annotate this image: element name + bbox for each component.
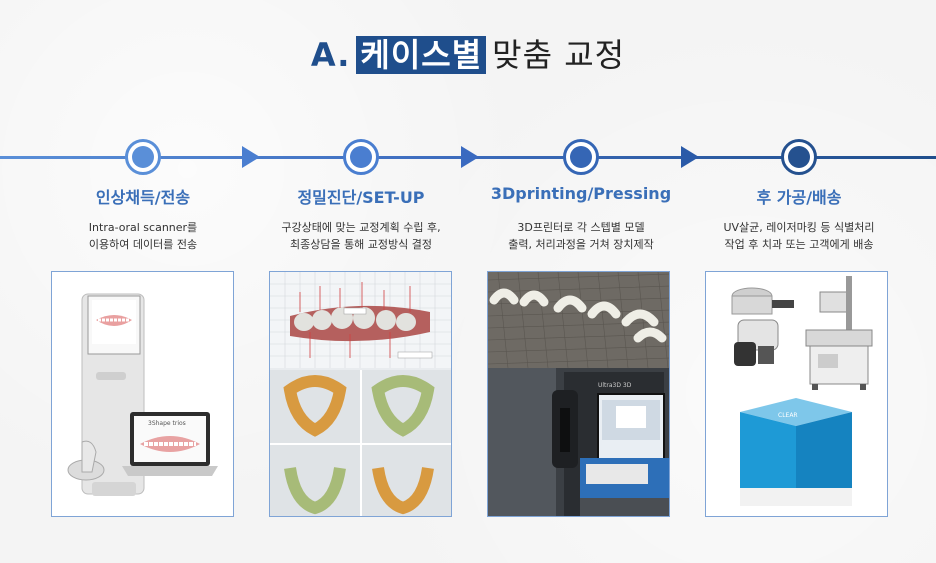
laptop-screen-label: 3Shape trios (148, 420, 186, 427)
dental-setup-software-photo (269, 271, 452, 517)
title-rest: 맞춤 교정 (492, 36, 626, 74)
step-3-description: 3D프린터로 각 스텝별 모델 출력, 처리과정을 거쳐 장치제작 (508, 221, 654, 251)
title-prefix: A. (310, 36, 351, 74)
step-4-title: 후 가공/배송 (756, 188, 842, 207)
step-2-title: 정밀진단/SET-UP (297, 188, 425, 207)
step-2-description: 구강상태에 맞는 교정계획 수립 후, 최종상담을 통해 교정방식 결정 (281, 221, 441, 251)
timeline-node-2 (343, 139, 379, 175)
timeline-node-4 (781, 139, 817, 175)
step-4-description: UV살균, 레이저마킹 등 식별처리 작업 후 치과 또는 고객에게 배송 (723, 221, 875, 251)
step-3-title: 3Dprinting/Pressing (490, 184, 672, 203)
uv-laser-packaging-photo: CLEAR (705, 271, 888, 517)
title-highlight: 케이스별 (356, 36, 487, 74)
box-label: CLEAR (778, 412, 798, 419)
step-1-description: Intra-oral scanner를 이용하여 데이터를 전송 (88, 221, 198, 251)
timeline-node-1 (125, 139, 161, 175)
timeline-arrow-1 (242, 146, 260, 168)
intraoral-scanner-photo: 3Shape trios (51, 271, 234, 517)
step-1-title: 인상채득/전송 (95, 188, 191, 207)
timeline-arrow-2 (461, 146, 479, 168)
printer-label: Ultra3D 3D (598, 382, 632, 389)
timeline-arrow-3 (681, 146, 699, 168)
timeline-node-3 (563, 139, 599, 175)
3d-printer-photo: Ultra3D 3D (487, 271, 670, 517)
